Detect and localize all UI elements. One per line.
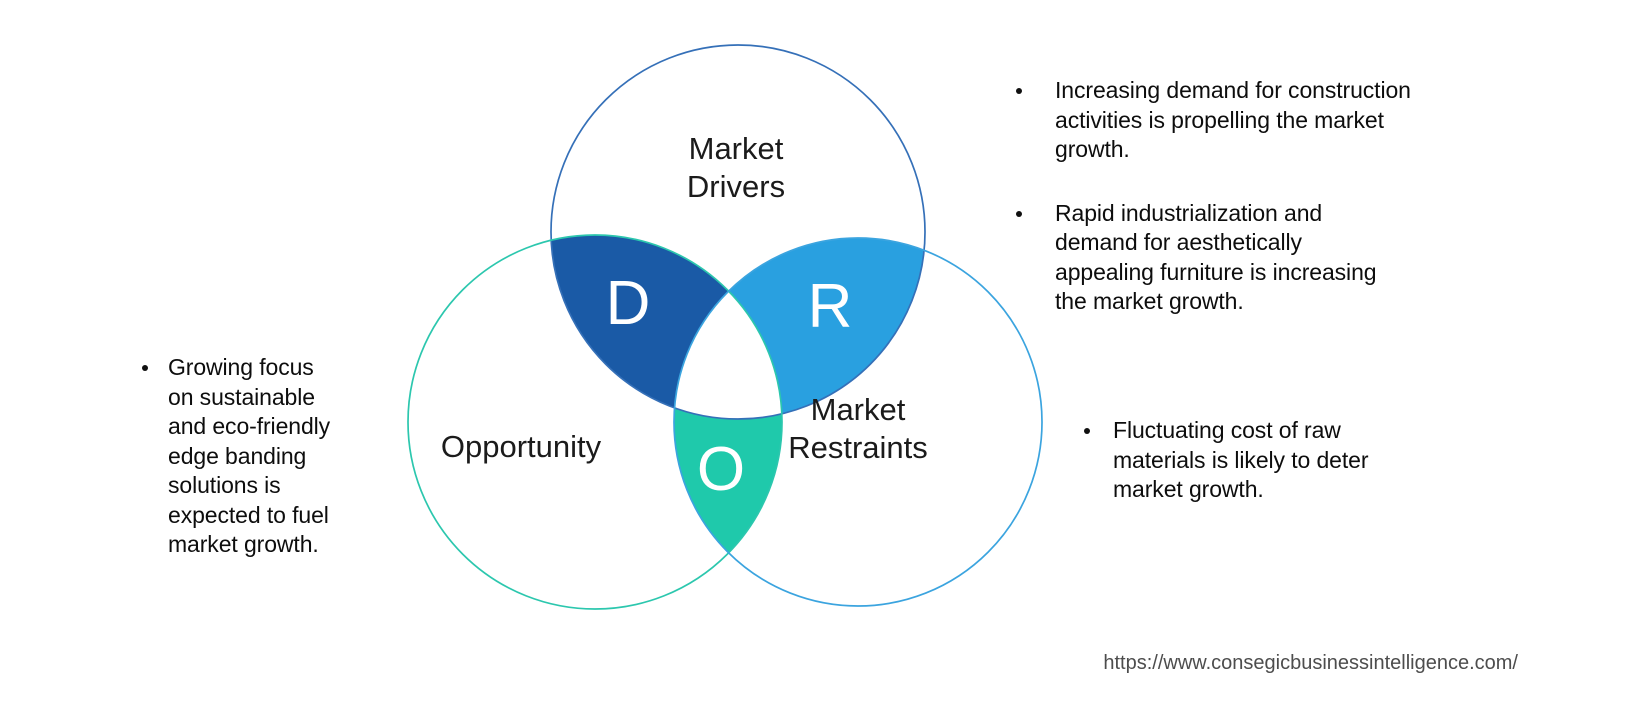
bullet-item: Increasing demand for construction activ… — [1016, 76, 1486, 165]
opportunity-circle — [407, 234, 783, 610]
drivers-circle-label: Market Drivers — [686, 131, 786, 204]
bullet-marker — [1084, 416, 1113, 505]
bullet-item: Growing focus on sustainable and eco-fri… — [142, 353, 392, 560]
footer-url: https://www.consegicbusinessintelligence… — [1103, 652, 1518, 674]
restraints-bullet-list: Fluctuating cost of raw materials is lik… — [1084, 416, 1474, 505]
restraints-letter: R — [808, 272, 853, 341]
drivers-letter: D — [606, 269, 651, 338]
drivers-opportunity-overlap — [551, 235, 782, 419]
bullet-item: Rapid industrialization and demand for a… — [1016, 199, 1486, 317]
bullet-text: Rapid industrialization and demand for a… — [1055, 199, 1377, 315]
opportunity-circle-label: Opportunity — [440, 429, 602, 464]
bullet-text: Increasing demand for construction activ… — [1055, 77, 1411, 162]
bullet-item: Fluctuating cost of raw materials is lik… — [1084, 416, 1474, 505]
drivers-bullet-list: Increasing demand for construction activ… — [1016, 76, 1486, 317]
restraints-circle — [673, 237, 1043, 607]
drivers-circle — [550, 44, 926, 420]
bullet-text: Fluctuating cost of raw materials is lik… — [1113, 417, 1369, 502]
bullet-marker — [1016, 199, 1055, 317]
restraints-circle-label: Market Restraints — [788, 392, 928, 465]
drivers-restraints-overlap — [674, 238, 925, 419]
bullet-marker — [1016, 76, 1055, 165]
bullet-text: Growing focus on sustainable and eco-fri… — [168, 354, 331, 557]
opportunity-letter: O — [697, 435, 745, 504]
bullet-marker — [142, 353, 168, 560]
opportunity-bullet-list: Growing focus on sustainable and eco-fri… — [142, 353, 392, 560]
